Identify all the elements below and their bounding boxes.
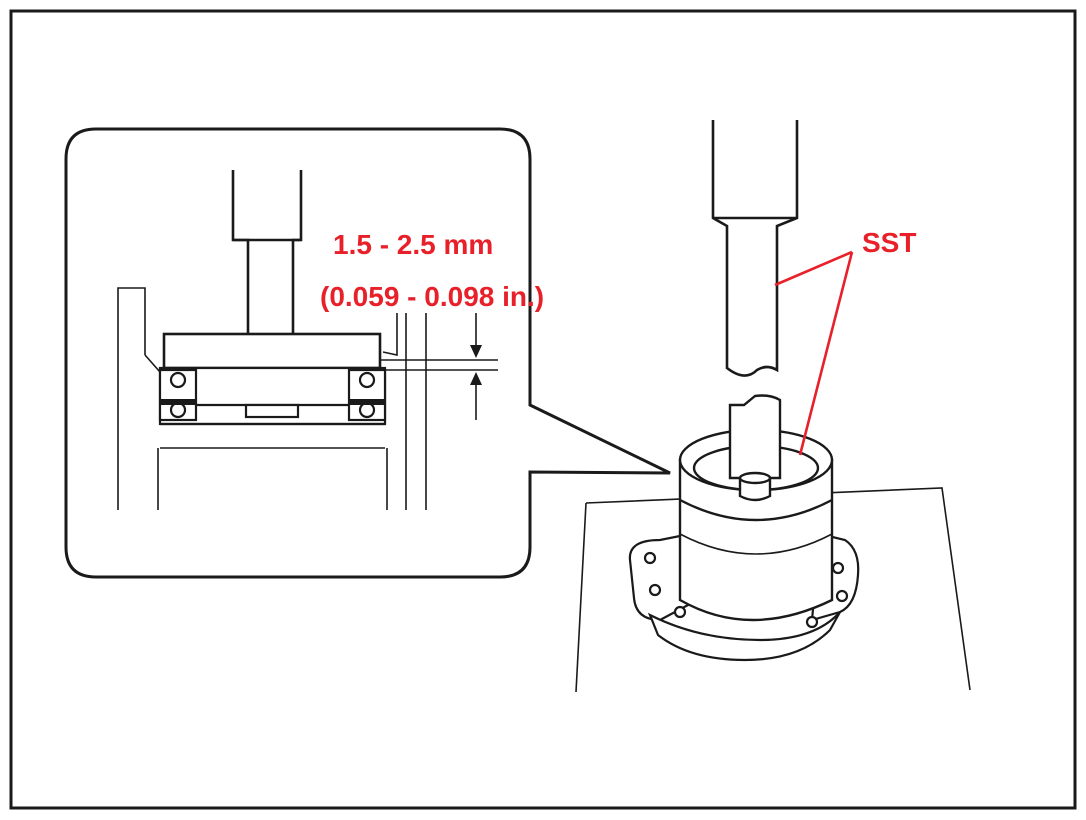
inset-press-plate bbox=[162, 332, 382, 370]
dimension-indicator bbox=[380, 313, 498, 420]
dimension-in-label: (0.059 - 0.098 in.) bbox=[320, 281, 544, 312]
dimension-mm-label: 1.5 - 2.5 mm bbox=[333, 229, 493, 260]
sst-leader-lines bbox=[774, 250, 854, 456]
sst-label: SST bbox=[862, 227, 916, 258]
sst-upper-shaft bbox=[711, 120, 799, 377]
sst-lower-shaft bbox=[728, 394, 782, 502]
detail-callout bbox=[64, 127, 671, 579]
inset-bearing bbox=[158, 366, 387, 426]
housing-lines bbox=[117, 287, 427, 510]
